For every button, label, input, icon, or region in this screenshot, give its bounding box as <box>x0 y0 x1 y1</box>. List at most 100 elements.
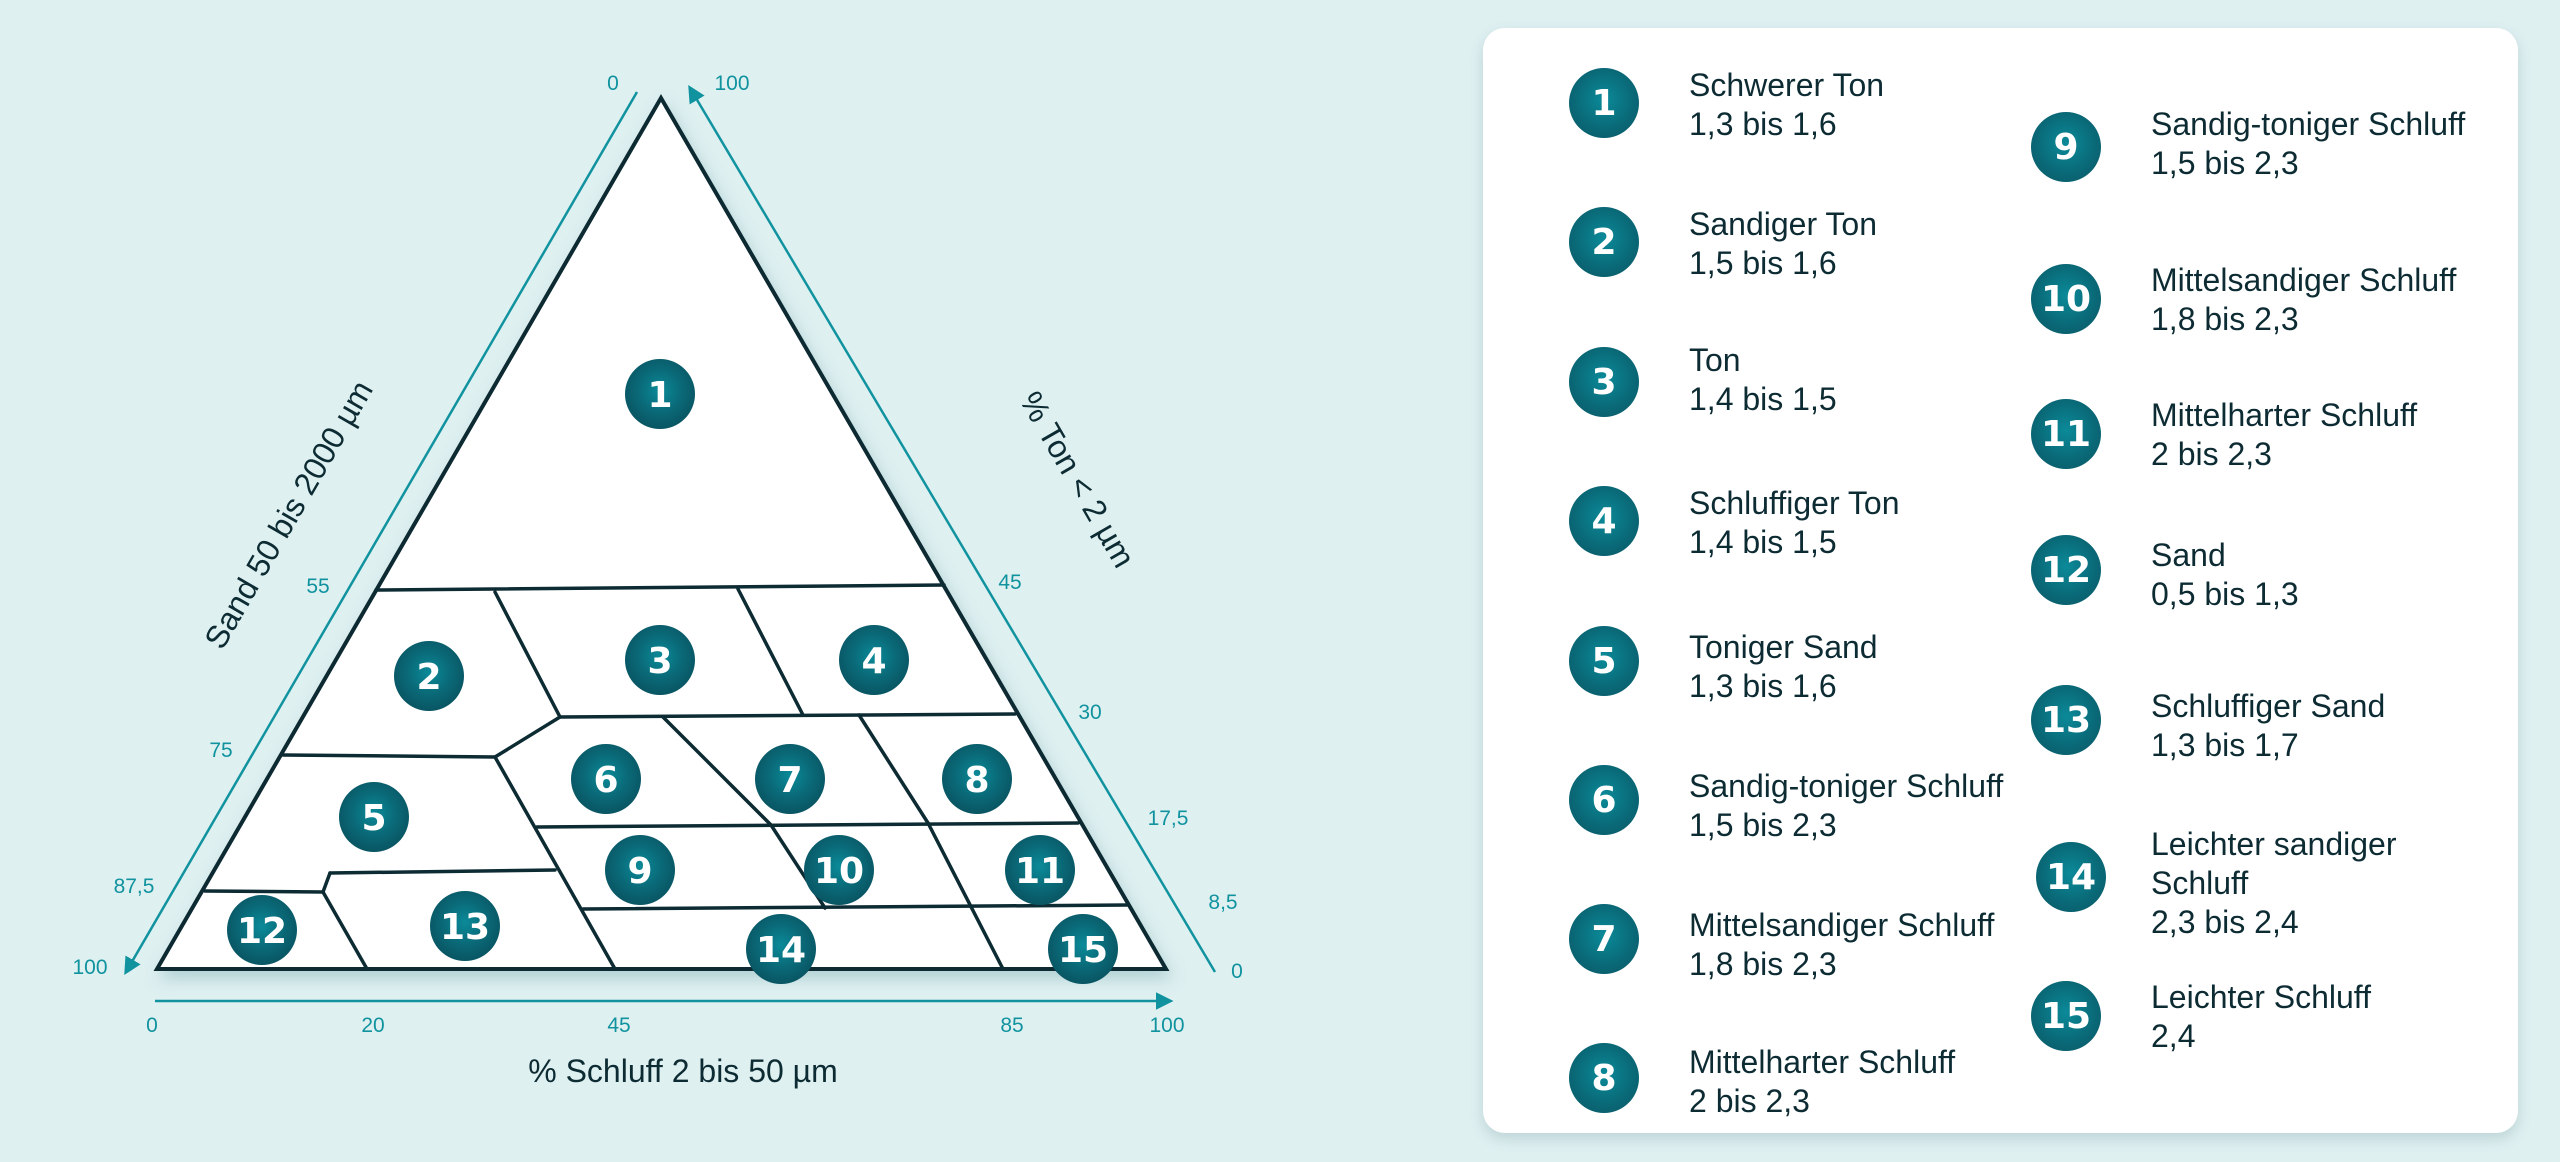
region-badge-10[interactable]: 10 <box>804 835 874 905</box>
soil-name: Mittelharter Schluff <box>1689 1044 1956 1080</box>
legend-text: Sand 0,5 bis 1,3 <box>2151 536 2299 614</box>
region-badge-15[interactable]: 15 <box>1048 914 1118 984</box>
region-badge-9[interactable]: 9 <box>605 835 675 905</box>
legend-text: Schwerer Ton 1,3 bis 1,6 <box>1689 66 1884 144</box>
svg-text:3: 3 <box>647 641 672 682</box>
legend-text: Schluffiger Sand 1,3 bis 1,7 <box>2151 687 2385 765</box>
soil-name: Schwerer Ton <box>1689 67 1885 103</box>
bottom-tick: 0 <box>146 1014 158 1037</box>
legend-text: Ton 1,4 bis 1,5 <box>1689 341 1837 419</box>
soil-name: Sandig-toniger Schluff <box>2151 106 2466 142</box>
svg-text:4: 4 <box>861 641 886 682</box>
right-tick: 100 <box>714 72 749 95</box>
soil-name: Sandiger Ton <box>1689 206 1877 242</box>
svg-text:8: 8 <box>964 760 989 801</box>
right-tick: 45 <box>998 571 1021 594</box>
soil-range: 2,3 bis 2,4 <box>2151 904 2299 940</box>
soil-name: Mittelsandiger Schluff <box>1689 907 1995 943</box>
left-tick: 87,5 <box>114 875 155 898</box>
legend-text: Mittelharter Schluff 2 bis 2,3 <box>1689 1043 1955 1121</box>
ternary-diagram: 0 20 45 85 100 0 55 75 87,5 100 100 45 3… <box>72 72 1243 1089</box>
legend-text: Mittelharter Schluff 2 bis 2,3 <box>2151 396 2417 474</box>
svg-text:12: 12 <box>237 911 287 952</box>
svg-text:10: 10 <box>814 851 864 892</box>
soil-range: 2 bis 2,3 <box>2151 436 2272 472</box>
region-boundaries <box>203 583 1129 971</box>
soil-range: 1,3 bis 1,7 <box>2151 727 2299 763</box>
legend-badge: 7 <box>1569 904 1639 974</box>
legend-badge: 6 <box>1569 765 1639 835</box>
region-badge-6[interactable]: 6 <box>571 744 641 814</box>
right-tick: 30 <box>1078 701 1101 724</box>
legend-text: Schluffiger Ton 1,4 bis 1,5 <box>1689 484 1900 562</box>
legend-text: Sandig-toniger Schluff 1,5 bis 2,3 <box>2151 105 2465 183</box>
region-badge-5[interactable]: 5 <box>339 782 409 852</box>
region-badge-7[interactable]: 7 <box>755 744 825 814</box>
region-badge-3[interactable]: 3 <box>625 625 695 695</box>
legend-badge: 13 <box>2031 685 2101 755</box>
soil-range: 1,5 bis 2,3 <box>1689 807 1837 843</box>
legend-badge: 1 <box>1569 68 1639 138</box>
triangle-outline <box>153 94 1170 971</box>
ternary-svg: 0 20 45 85 100 0 55 75 87,5 100 100 45 3… <box>72 72 1243 1089</box>
svg-text:5: 5 <box>361 798 386 839</box>
legend-text: Leichter Schluff 2,4 <box>2151 978 2371 1056</box>
soil-name: Mittelsandiger Schluff <box>2151 262 2457 298</box>
legend-badge: 9 <box>2031 112 2101 182</box>
soil-name: Schluffiger Ton <box>1689 485 1900 521</box>
legend-badge: 15 <box>2031 981 2101 1051</box>
soil-range: 1,4 bis 1,5 <box>1689 381 1837 417</box>
legend-badge: 2 <box>1569 207 1639 277</box>
region-badge-13[interactable]: 13 <box>430 891 500 961</box>
legend-badge: 12 <box>2031 535 2101 605</box>
soil-range: 1,3 bis 1,6 <box>1689 106 1837 142</box>
soil-name: Schluffiger Sand <box>2151 688 2386 724</box>
left-axis-title: Sand 50 bis 2000 µm <box>197 374 380 654</box>
region-badge-14[interactable]: 14 <box>746 914 816 984</box>
legend-text: Sandiger Ton 1,5 bis 1,6 <box>1689 205 1877 283</box>
soil-range: 2,4 <box>2151 1018 2196 1054</box>
soil-name: Leichter Schluff <box>2151 979 2371 1015</box>
region-badge-12[interactable]: 12 <box>227 895 297 965</box>
left-tick: 100 <box>72 956 107 979</box>
svg-text:11: 11 <box>1015 851 1065 892</box>
svg-text:15: 15 <box>1058 930 1108 971</box>
soil-range: 1,8 bis 2,3 <box>1689 946 1837 982</box>
legend-text: Sandig-toniger Schluff 1,5 bis 2,3 <box>1689 767 2003 845</box>
legend-badge: 4 <box>1569 486 1639 556</box>
region-badge-11[interactable]: 11 <box>1005 835 1075 905</box>
legend-badge: 11 <box>2031 399 2101 469</box>
soil-name: Mittelharter Schluff <box>2151 397 2418 433</box>
svg-text:13: 13 <box>440 907 490 948</box>
bottom-axis-title: % Schluff 2 bis 50 µm <box>528 1053 838 1089</box>
soil-range: 1,5 bis 1,6 <box>1689 245 1837 281</box>
right-tick: 0 <box>1231 960 1243 983</box>
region-badge-8[interactable]: 8 <box>942 744 1012 814</box>
legend-panel: 1 Schwerer Ton 1,3 bis 1,6 2 Sandiger To… <box>1483 28 2518 1133</box>
soil-range: 1,5 bis 2,3 <box>2151 145 2299 181</box>
soil-name-line2: Schluff <box>2151 865 2249 901</box>
left-axis-line <box>124 91 639 976</box>
legend-badge: 14 <box>2036 842 2106 912</box>
bottom-tick: 20 <box>361 1014 384 1037</box>
legend-text: Leichter sandiger Schluff 2,3 bis 2,4 <box>2151 825 2396 942</box>
legend-text: Toniger Sand 1,3 bis 1,6 <box>1689 628 1878 706</box>
region-badge-1[interactable]: 1 <box>625 359 695 429</box>
right-axis-line <box>688 84 1217 973</box>
svg-text:7: 7 <box>777 760 802 801</box>
soil-name: Leichter sandiger <box>2151 826 2397 862</box>
svg-text:9: 9 <box>627 851 652 892</box>
svg-text:2: 2 <box>416 657 441 698</box>
legend-badge: 8 <box>1569 1043 1639 1113</box>
region-badge-2[interactable]: 2 <box>394 641 464 711</box>
soil-name: Sand <box>2151 537 2226 573</box>
left-tick: 75 <box>209 739 232 762</box>
soil-name: Toniger Sand <box>1689 629 1878 665</box>
soil-range: 1,4 bis 1,5 <box>1689 524 1837 560</box>
soil-name: Sandig-toniger Schluff <box>1689 768 2004 804</box>
legend-badge: 3 <box>1569 347 1639 417</box>
soil-range: 1,3 bis 1,6 <box>1689 668 1837 704</box>
region-badge-4[interactable]: 4 <box>839 625 909 695</box>
right-tick: 17,5 <box>1148 807 1189 830</box>
soil-range: 2 bis 2,3 <box>1689 1083 1810 1119</box>
